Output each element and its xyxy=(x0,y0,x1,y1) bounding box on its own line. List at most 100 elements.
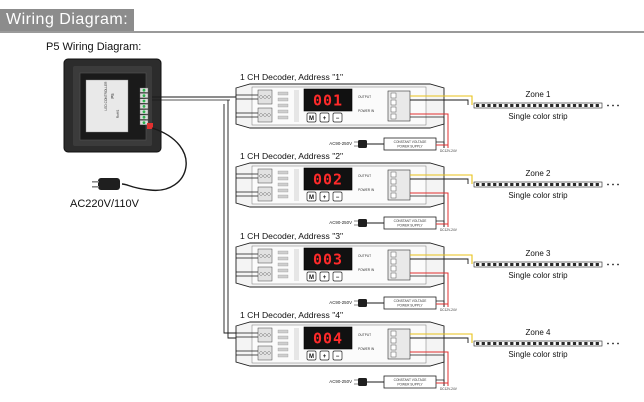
led-chip xyxy=(538,183,542,186)
output-terminal xyxy=(390,99,397,106)
led-chip xyxy=(521,263,525,266)
psu-output-wire-red xyxy=(436,382,449,386)
led-chip xyxy=(476,104,480,107)
terminal-screw xyxy=(259,192,263,196)
led-chip xyxy=(510,183,514,186)
page-title: Wiring Diagram: xyxy=(0,9,135,31)
output-terminal xyxy=(390,106,397,113)
output-terminal xyxy=(390,113,397,120)
led-chip xyxy=(527,263,531,266)
terminal-screw xyxy=(263,351,267,355)
panel-terminal-screw xyxy=(142,105,146,108)
strip-wire-yellow xyxy=(410,95,473,105)
led-chip xyxy=(498,342,502,345)
led-chip xyxy=(481,183,485,186)
strip-continuation-dot xyxy=(607,263,609,266)
label-stripe xyxy=(277,91,289,96)
output-terminal-block xyxy=(387,249,411,281)
panel-terminal-screw xyxy=(142,110,146,114)
psu-dc-label: DC12V-24V xyxy=(440,387,458,391)
output-terminal-block xyxy=(387,169,411,201)
led-chip xyxy=(493,342,497,345)
label-stripe xyxy=(277,274,289,279)
psu-label-line: CONSTANT VOLTAGE xyxy=(394,219,427,223)
plug-pin xyxy=(354,145,358,147)
output-terminal xyxy=(390,185,397,192)
header-bar: Wiring Diagram: xyxy=(0,9,644,33)
led-chip xyxy=(578,342,582,345)
plug-pin xyxy=(354,383,358,385)
strip-continuation-dot xyxy=(612,342,614,345)
label-stripe xyxy=(277,353,289,358)
decoder-unit: 1 CH Decoder, Address "1"001M+−OUTPUTPOW… xyxy=(235,72,619,153)
terminal-screw xyxy=(263,272,267,276)
led-chip xyxy=(515,104,520,107)
panel-model-text: P5 xyxy=(110,93,115,99)
label-stripe xyxy=(277,182,289,187)
led-chip xyxy=(476,183,480,186)
led-display xyxy=(303,326,353,350)
strip-type-label: Single color strip xyxy=(508,112,568,121)
label-stripe xyxy=(277,256,289,261)
plug-pin xyxy=(354,379,358,381)
power-wire-black xyxy=(410,275,445,307)
panel-terminal-screw xyxy=(142,115,146,119)
led-chip xyxy=(538,342,542,345)
led-display xyxy=(303,247,353,271)
led-chip xyxy=(521,104,525,107)
decoder-button-label: M xyxy=(309,275,314,281)
terminal-screw xyxy=(263,333,267,337)
psu-output-wire-red xyxy=(436,223,449,227)
label-stripe xyxy=(277,97,289,102)
plug-pin xyxy=(354,220,358,222)
zone-label: Zone 2 xyxy=(526,169,551,178)
power-wire-black xyxy=(410,116,445,148)
terminal-screw xyxy=(259,95,263,99)
terminal-screw xyxy=(263,174,267,178)
panel-terminal-screw xyxy=(142,94,146,97)
led-chip xyxy=(481,342,485,345)
led-chip xyxy=(578,263,582,266)
led-chip xyxy=(476,263,480,266)
terminal-screw xyxy=(263,254,267,258)
plug-pin xyxy=(354,141,358,143)
decoder-button-label: + xyxy=(323,116,327,122)
led-chip xyxy=(567,342,571,345)
decoder-title: 1 CH Decoder, Address "2" xyxy=(240,151,343,161)
label-stripe xyxy=(277,329,289,334)
psu-output-wire xyxy=(436,300,445,307)
decoder-button xyxy=(319,350,330,361)
output-terminal xyxy=(390,92,397,99)
led-chip xyxy=(504,263,508,266)
led-chip xyxy=(493,183,497,186)
terminal-screw xyxy=(259,174,263,178)
led-chip xyxy=(567,104,571,107)
panel-terminal-screw xyxy=(142,88,146,92)
decoder-button xyxy=(306,271,317,282)
decoder-title: 1 CH Decoder, Address "3" xyxy=(240,231,343,241)
psu-output-wire xyxy=(436,141,445,148)
decoder-button-label: M xyxy=(309,195,314,201)
led-address-readout: 002 xyxy=(313,171,343,189)
label-stripe xyxy=(277,341,289,346)
ac-voltage-label: AC90-250V xyxy=(329,300,352,305)
panel-label-line: LED CONTROLLER xyxy=(104,81,108,111)
led-chip xyxy=(481,104,485,107)
led-chip xyxy=(515,183,520,186)
mains-plug-icon xyxy=(98,178,120,190)
led-chip xyxy=(521,342,525,345)
led-chip xyxy=(595,104,599,107)
led-chip xyxy=(584,342,588,345)
led-chip xyxy=(527,342,531,345)
led-chip xyxy=(510,104,514,107)
led-chip xyxy=(533,104,537,107)
terminal-screw xyxy=(267,174,271,178)
psu-label-line: POWER SUPPLY xyxy=(397,304,423,308)
label-stripe xyxy=(277,176,289,181)
label-stripe xyxy=(277,268,289,273)
strip-continuation-dot xyxy=(607,342,609,345)
led-chip xyxy=(550,342,554,345)
panel-terminal-screw xyxy=(142,121,146,124)
led-chip xyxy=(521,183,525,186)
